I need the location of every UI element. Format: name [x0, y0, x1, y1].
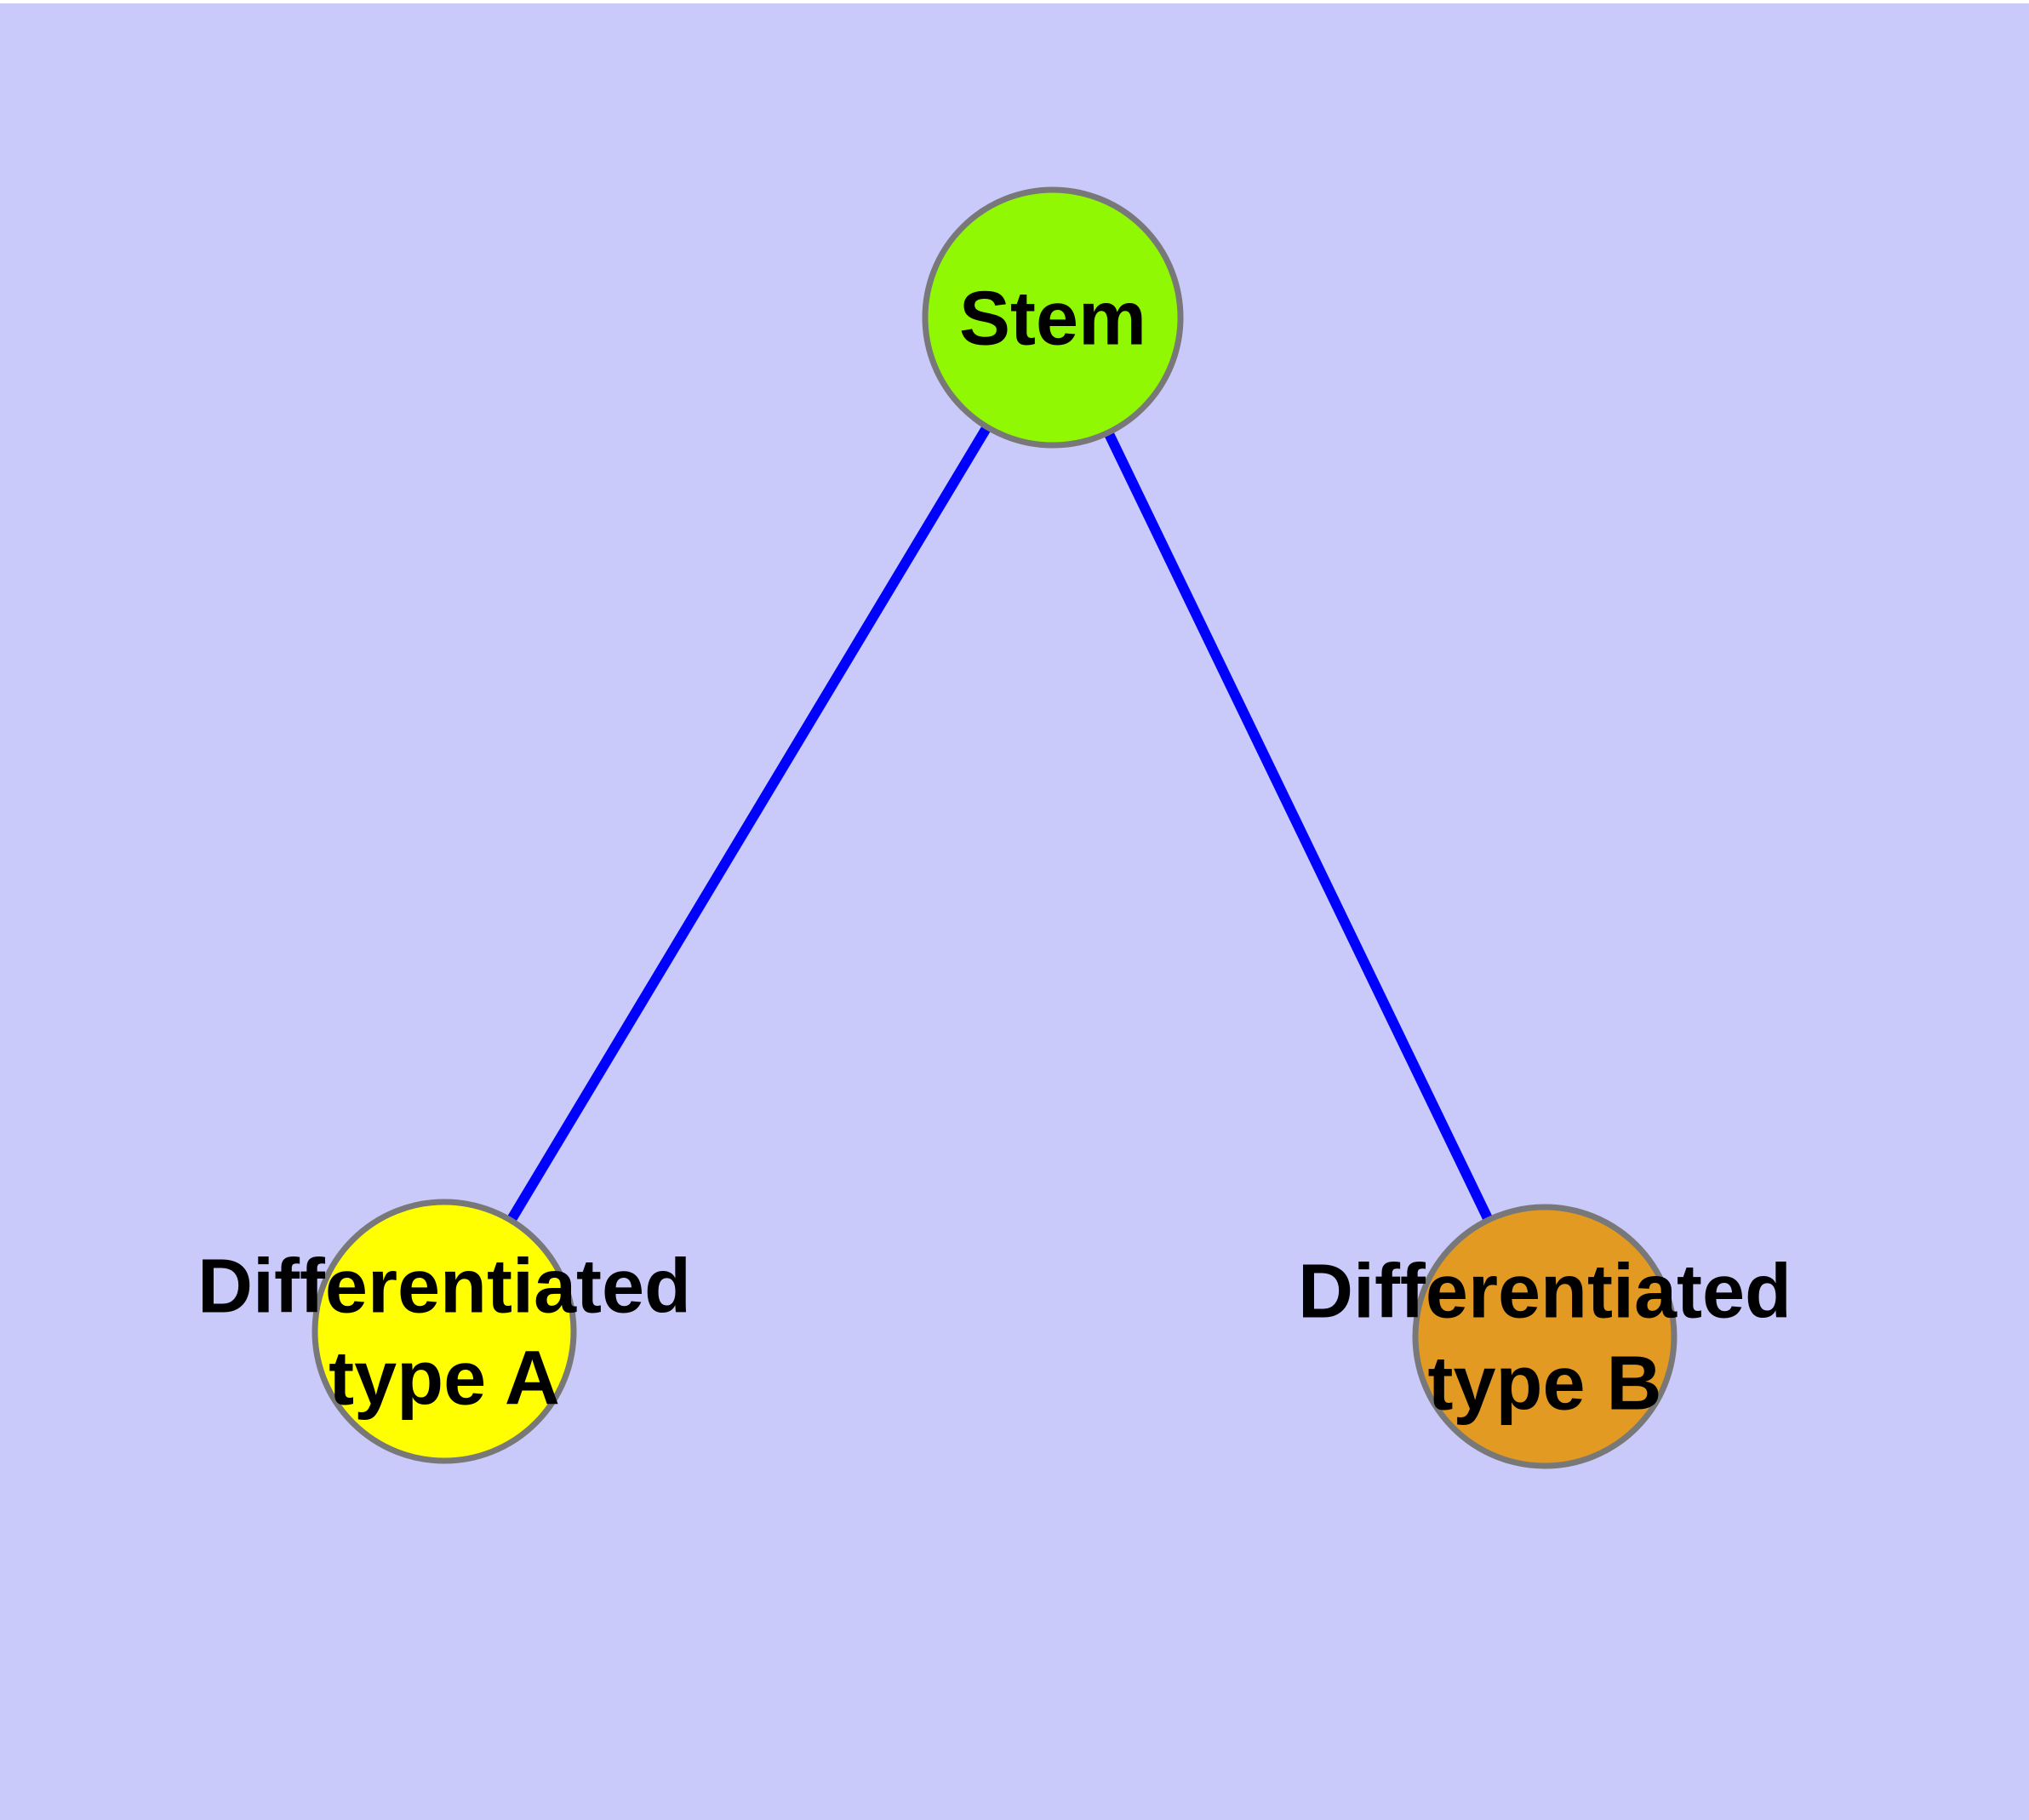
- node-label-differentiated-type-a-line1: Differentiated: [197, 1245, 691, 1330]
- node-label-stem: Stem: [959, 277, 1146, 362]
- node-label-differentiated-type-a-line2: type A: [329, 1336, 560, 1422]
- node-label-differentiated-type-b-line1: Differentiated: [1298, 1250, 1792, 1335]
- node-circle-differentiated-type-b: [1412, 1204, 1677, 1469]
- node-circle-differentiated-type-a: [311, 1199, 577, 1464]
- node-label-differentiated-type-b-line2: type B: [1427, 1342, 1661, 1427]
- edge-stem-to-differentiated-type-a: [439, 314, 1058, 1335]
- node-circle-stem: [922, 186, 1184, 449]
- edge-stem-to-differentiated-type-b: [1048, 315, 1550, 1339]
